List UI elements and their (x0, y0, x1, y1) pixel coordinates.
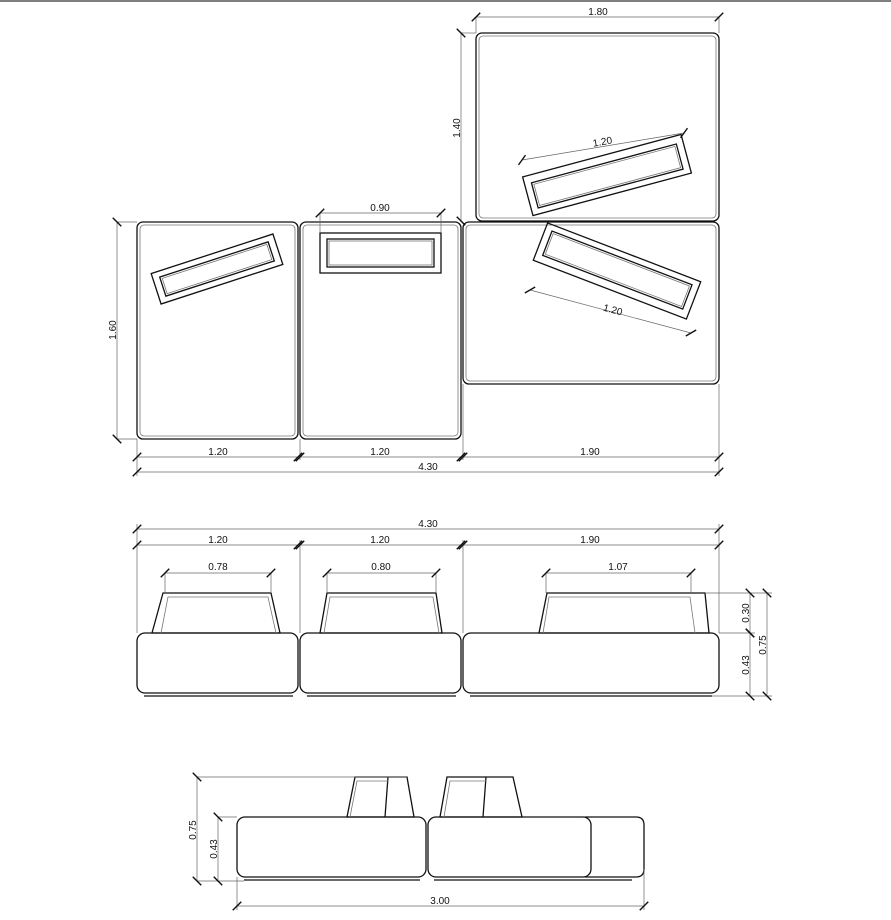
dimension-tick (132, 467, 142, 477)
dimension-tick (679, 127, 689, 139)
front-w1-label: 1.20 (208, 535, 228, 546)
dimension-tick (192, 772, 202, 782)
module-top (475, 32, 720, 222)
dimension-tick (639, 901, 649, 911)
dimension-tick (132, 540, 142, 550)
front-overall-label: 4.30 (418, 519, 438, 530)
side-base-2 (427, 816, 592, 878)
dim-cushion-right-label: 1.20 (602, 303, 624, 319)
dim-top-depth-label: 1.40 (452, 118, 463, 138)
dim-line-cushion-top (521, 132, 685, 161)
dimension-tick (456, 28, 466, 38)
backrest-left (151, 592, 281, 634)
dimension-tick (456, 540, 466, 550)
module-center (299, 221, 462, 440)
dimension-tick (714, 467, 724, 477)
dim-top-width-label: 1.80 (588, 7, 608, 18)
front-w2-label: 1.20 (370, 535, 390, 546)
module-left-inner (139, 224, 296, 437)
module-right (462, 221, 720, 385)
dimension-tick (456, 216, 466, 226)
dimension-tick (295, 540, 305, 550)
dim-w2-label: 1.20 (370, 447, 390, 458)
dim-w3-label: 1.90 (580, 447, 600, 458)
plan-view: 1.60 1.20 1.20 1.90 4.30 1.80 1.40 0.90 … (108, 7, 720, 476)
dimension-tick (132, 524, 142, 534)
dimension-tick (213, 876, 223, 886)
dimension-tick (293, 540, 303, 550)
dim-cushion-center-label: 0.90 (370, 203, 390, 214)
side-base-1 (236, 816, 427, 878)
dimension-tick (266, 568, 276, 578)
backrest-2-label: 0.80 (371, 562, 391, 573)
base-right (462, 632, 720, 694)
dimension-tick (762, 691, 772, 701)
backrest-3-label: 1.07 (608, 562, 628, 573)
front-elevation: 4.30 1.20 1.20 1.90 0.78 0.80 1.07 0.30 … (136, 519, 772, 697)
dimension-tick (112, 434, 122, 444)
side-elevation: 0.75 0.43 3.00 (188, 776, 645, 910)
dimension-tick (293, 452, 303, 462)
dim-line-cushion-right (529, 289, 692, 334)
dimension-tick (436, 208, 446, 218)
dimension-tick (295, 452, 305, 462)
dimension-tick (456, 452, 466, 462)
side-backrest-1 (346, 776, 415, 818)
dimension-tick (541, 568, 551, 578)
backrest-center (319, 592, 443, 634)
dimension-tick (762, 588, 772, 598)
dimension-tick (517, 154, 527, 166)
dimension-tick (431, 568, 441, 578)
front-w3-label: 1.90 (580, 535, 600, 546)
dimension-tick (685, 329, 697, 337)
dimension-tick (745, 588, 755, 598)
cushion-top (521, 133, 693, 217)
module-right-inner (465, 224, 717, 382)
side-backrest-2 (439, 776, 523, 818)
side-length-label: 3.00 (430, 896, 450, 907)
dimension-tick (686, 568, 696, 578)
cushion-center (319, 232, 442, 274)
dim-overall-label: 4.30 (418, 462, 438, 473)
dimension-ticks (112, 12, 772, 911)
seat-height-label: 0.43 (741, 655, 752, 675)
dimension-tick (714, 524, 724, 534)
dimension-tick (745, 628, 755, 638)
dimension-tick (315, 208, 325, 218)
dimension-tick (132, 452, 142, 462)
dimension-tick (714, 12, 724, 22)
dimension-tick (471, 12, 481, 22)
dimension-tick (714, 540, 724, 550)
side-base-3 (585, 816, 645, 878)
base-center (299, 632, 462, 694)
dimension-tick (112, 217, 122, 227)
dimension-tick (745, 691, 755, 701)
dim-w1-label: 1.20 (208, 447, 228, 458)
dimension-tick (458, 540, 468, 550)
dim-depth-label: 1.60 (108, 320, 119, 340)
backrest-right (538, 592, 710, 634)
cushion-left (150, 233, 284, 305)
backrest-height-label: 0.30 (741, 603, 752, 623)
total-height-label: 0.75 (758, 635, 769, 655)
dimension-tick (458, 452, 468, 462)
side-total-height-label: 0.75 (188, 820, 199, 840)
dimension-tick (192, 876, 202, 886)
dim-cushion-top-label: 1.20 (592, 135, 614, 149)
dimension-tick (160, 568, 170, 578)
dimension-tick (232, 901, 242, 911)
backrest-1-label: 0.78 (208, 562, 228, 573)
module-left (136, 221, 299, 440)
dimension-tick (524, 286, 536, 294)
dimension-tick (714, 452, 724, 462)
cushion-right (532, 222, 702, 320)
module-top-inner (478, 35, 717, 219)
base-left (136, 632, 299, 694)
dimension-tick (213, 812, 223, 822)
side-seat-height-label: 0.43 (209, 839, 220, 859)
module-center-inner (302, 224, 459, 437)
dimension-tick (322, 568, 332, 578)
